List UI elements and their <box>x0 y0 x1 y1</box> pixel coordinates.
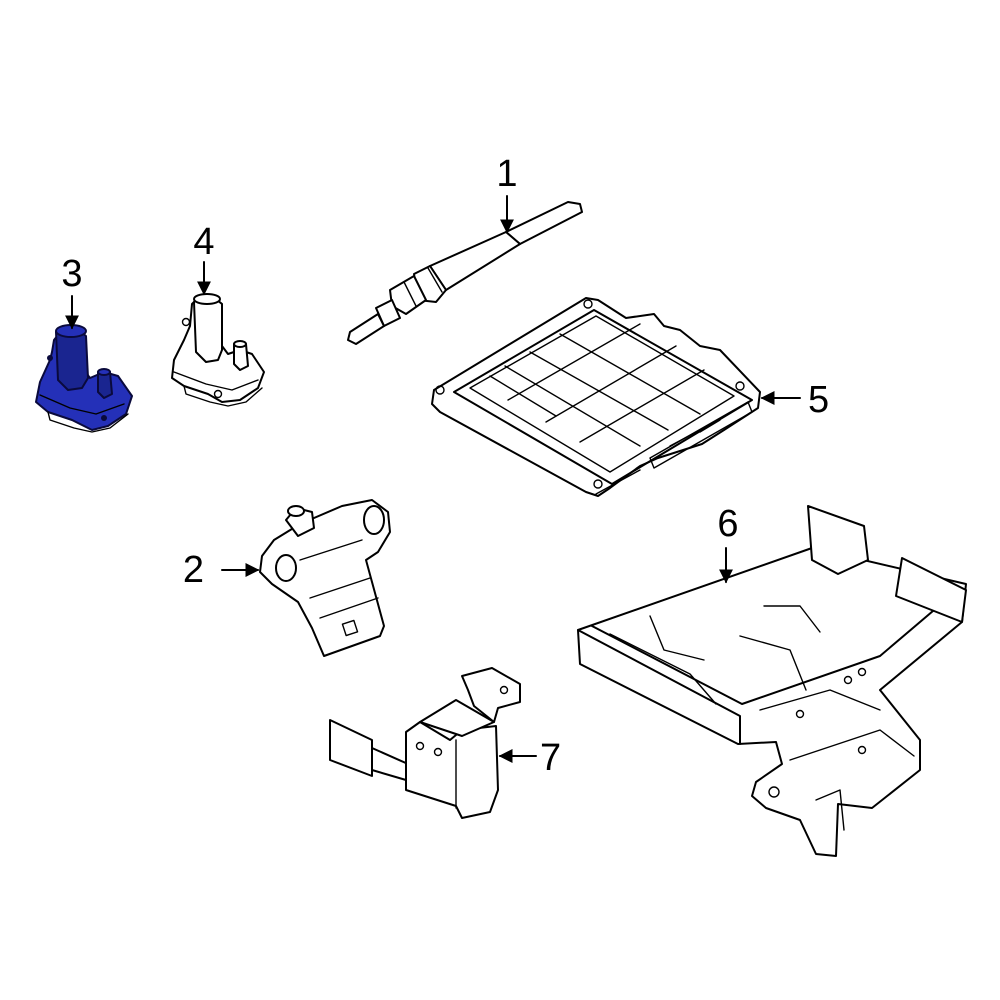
callout-6: 6 <box>717 503 738 545</box>
callout-labels: 1 2 3 4 5 6 7 <box>61 153 829 779</box>
part-6-tray[interactable] <box>577 505 967 857</box>
callout-7: 7 <box>540 737 561 779</box>
part-5-ecu[interactable] <box>431 297 761 497</box>
part-7-bracket[interactable] <box>329 667 521 819</box>
part-1-glow-plug[interactable] <box>347 201 583 345</box>
part-4-sensor[interactable] <box>171 293 265 407</box>
part-2-sensor[interactable] <box>259 499 391 657</box>
callout-arrows <box>65 195 801 763</box>
part-3-sensor[interactable] <box>35 324 133 433</box>
callout-3: 3 <box>61 253 82 295</box>
callout-5: 5 <box>808 379 829 421</box>
callout-2: 2 <box>183 549 204 591</box>
callout-4: 4 <box>193 221 214 263</box>
callout-1: 1 <box>496 153 517 195</box>
